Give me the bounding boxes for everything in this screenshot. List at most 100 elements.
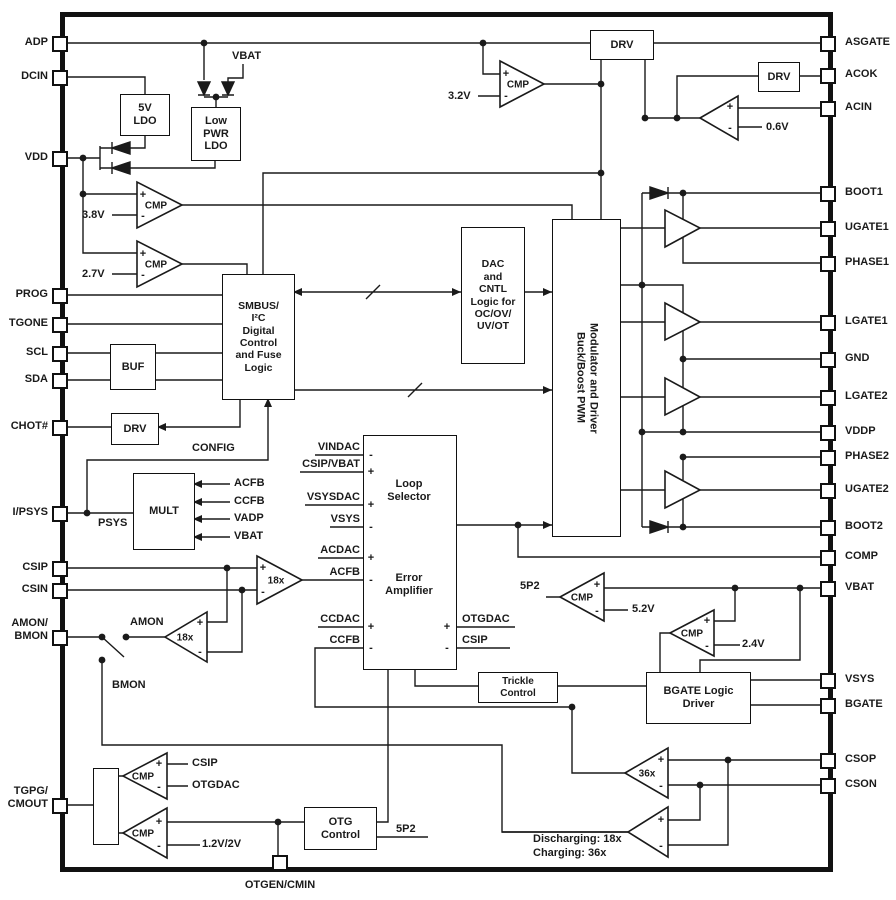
- block-dac-cntl: DAC and CNTL Logic for OC/OV/ UV/OT: [461, 227, 525, 364]
- pin-label-csin: CSIN: [21, 583, 48, 595]
- pin-otgen-cmin: [272, 855, 288, 871]
- pin-bgate: [820, 698, 836, 714]
- pin-csin: [52, 583, 68, 599]
- cmp-3v8-triangle: [136, 180, 184, 230]
- amp-18x-label: 18x: [267, 575, 285, 587]
- label-2v4: 2.4V: [742, 638, 765, 650]
- amp-18x-triangle: [256, 554, 304, 606]
- label-bmon: BMON: [112, 679, 146, 691]
- sign: +: [367, 466, 375, 478]
- pin-boot2: [820, 520, 836, 536]
- block-low-pwr-ldo: Low PWR LDO: [191, 107, 241, 161]
- pin-scl: [52, 346, 68, 362]
- label-acdac: ACDAC: [320, 544, 360, 556]
- pin-label-psys: I/PSYS: [12, 506, 48, 518]
- pin-comp: [820, 550, 836, 566]
- block-otg-mux: [93, 768, 119, 845]
- sign: -: [659, 840, 663, 852]
- pin-label-lgate2: LGATE2: [845, 390, 888, 402]
- pin-batgone: [52, 317, 68, 333]
- pwm-vertical-label: Buck/Boost PWM Modulator and Driver: [574, 322, 600, 434]
- vbat-or-diodes: [196, 81, 236, 97]
- pin-vdd: [52, 151, 68, 167]
- cmp-2v4-label: CMP: [680, 628, 704, 640]
- block-loop-error-amp: [363, 435, 457, 670]
- cmp-5p2-label: CMP: [570, 592, 594, 604]
- label-csip-loop: CSIP: [462, 634, 488, 646]
- sign: -: [141, 210, 145, 222]
- pin-prochot: [52, 420, 68, 436]
- pin-vsys: [820, 673, 836, 689]
- pin-phase2: [820, 450, 836, 466]
- sign: -: [705, 640, 709, 652]
- sign: -: [728, 122, 732, 134]
- pin-label-otgen-cmin: OTGEN/CMIN: [244, 879, 316, 891]
- block-drv-asgate: DRV: [590, 30, 654, 60]
- block-drv-acok: DRV: [758, 62, 800, 92]
- pin-adp: [52, 36, 68, 52]
- sign: +: [593, 579, 601, 591]
- sign: -: [659, 780, 663, 792]
- pin-label-vbat: VBAT: [845, 581, 875, 593]
- pin-label-gnd: GND: [845, 352, 870, 364]
- label-csip-vbat: CSIP/VBAT: [302, 458, 360, 470]
- pin-acok: [820, 68, 836, 84]
- sign: -: [369, 449, 373, 461]
- pin-label-dcin: DCIN: [21, 70, 48, 82]
- label-3v8: 3.8V: [82, 209, 105, 221]
- cmp-2v7-triangle: [136, 239, 184, 289]
- sign: +: [367, 552, 375, 564]
- label-charging: Charging: 36x: [533, 847, 607, 859]
- pin-ugate1: [820, 221, 836, 237]
- label-acfb: ACFB: [329, 566, 360, 578]
- pin-amon-bmon: [52, 630, 68, 646]
- label-mult-vadp: VADP: [234, 512, 264, 524]
- pin-label-lgate1: LGATE1: [845, 315, 888, 327]
- sign: +: [155, 758, 163, 770]
- sign: -: [157, 781, 161, 793]
- pin-otgpg-cmout: [52, 798, 68, 814]
- cmp-otg-en-triangle: [121, 806, 168, 860]
- sign: -: [369, 574, 373, 586]
- label-amon: AMON: [130, 616, 164, 628]
- cmp-2v4-triangle: [668, 608, 715, 658]
- cmp-5p2-triangle: [558, 571, 605, 623]
- pin-label-otgpg-cmout: TGPG/ CMOUT: [7, 785, 48, 811]
- sign: -: [369, 642, 373, 654]
- label-csip-otgcmp: CSIP: [192, 757, 218, 769]
- sign: +: [259, 562, 267, 574]
- amp-amon-18x-label: 18x: [176, 632, 194, 644]
- sign: -: [595, 605, 599, 617]
- pin-vbat: [820, 581, 836, 597]
- pin-dcin: [52, 70, 68, 86]
- junction-dots: [79, 39, 804, 826]
- pin-label-bgate: BGATE: [845, 698, 883, 710]
- pin-csip: [52, 561, 68, 577]
- label-0v6: 0.6V: [766, 121, 789, 133]
- pin-label-vddp: VDDP: [845, 425, 876, 437]
- pin-label-ugate1: UGATE1: [845, 221, 889, 233]
- pin-label-prochot: CHOT#: [10, 420, 48, 432]
- sign: +: [502, 68, 510, 80]
- pin-label-amon-bmon: AMON/ BMON: [11, 617, 48, 643]
- pin-label-boot1: BOOT1: [845, 186, 883, 198]
- cmp-2v7-label: CMP: [144, 259, 168, 271]
- pin-label-csip: CSIP: [22, 561, 48, 573]
- label-5p2-otg: 5P2: [396, 823, 416, 835]
- sign: +: [367, 499, 375, 511]
- sign: +: [657, 814, 665, 826]
- gate-driver3-triangle: [664, 376, 702, 417]
- block-smbus-logic: SMBUS/ I²C Digital Control and Fuse Logi…: [222, 274, 295, 400]
- error-amplifier-label: Error Amplifier: [385, 572, 433, 598]
- pin-label-asgate: ASGATE: [845, 36, 891, 48]
- sign: +: [367, 621, 375, 633]
- sign: +: [703, 615, 711, 627]
- pin-lgate2: [820, 390, 836, 406]
- label-5p2-cmp: 5P2: [520, 580, 540, 592]
- label-3v2: 3.2V: [448, 90, 471, 102]
- pin-label-acok: ACOK: [845, 68, 878, 80]
- pin-lgate1: [820, 315, 836, 331]
- sign: +: [657, 754, 665, 766]
- sign: -: [504, 90, 508, 102]
